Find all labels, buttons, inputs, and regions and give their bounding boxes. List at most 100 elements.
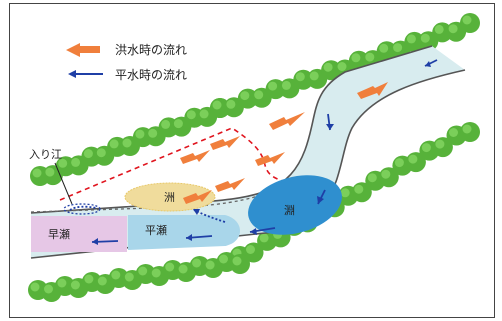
tree-highlight (58, 158, 68, 168)
tree-highlight (462, 124, 472, 134)
normal-arrow-curve (69, 205, 97, 211)
flood-arrows (180, 82, 388, 204)
tree-highlight (148, 128, 158, 138)
tree-highlight (295, 72, 305, 82)
tree-highlight (111, 270, 121, 280)
flood-boundary-line (59, 127, 293, 201)
tree-highlight (96, 148, 106, 158)
tree-highlight (57, 278, 67, 288)
normal-arrows (69, 59, 438, 245)
inlet-label: 入り江 (29, 148, 62, 161)
tree-highlight (323, 62, 333, 72)
inlet-leader-line (54, 162, 73, 205)
normal-arrow-head (425, 61, 431, 67)
tree-highlight (354, 184, 364, 194)
normal-arrow-head (193, 209, 200, 215)
tree-highlight (45, 167, 55, 177)
river-bank-upper (30, 45, 433, 214)
pool-label: 淵 (284, 204, 295, 217)
tree-highlight (394, 158, 404, 168)
legend-normal-arrow-head (68, 70, 76, 78)
tree-highlight (337, 62, 347, 71)
tree-highlight (219, 254, 228, 264)
tree-highlight (379, 43, 389, 53)
legend-flood-arrow-icon (66, 43, 100, 57)
tree-highlight (138, 266, 148, 276)
legend-normal-label: 平水時の流れ (115, 68, 187, 82)
tree-highlight (462, 15, 472, 25)
tree-highlight (151, 268, 161, 278)
tree-highlight (186, 110, 196, 120)
tree-highlight (44, 284, 53, 294)
tree-highlight (192, 258, 202, 268)
tree-highlight (212, 100, 222, 110)
tree-highlight (406, 34, 416, 44)
flood-arrow (180, 150, 210, 164)
tree-highlight (281, 80, 291, 90)
tree-highlight (365, 52, 375, 62)
tree-highlight (178, 264, 188, 274)
tree-highlight (240, 91, 250, 101)
normal-arrow-head (326, 124, 334, 130)
tree-highlight (381, 169, 391, 179)
tree-highlight (420, 33, 430, 43)
tree-highlight (30, 282, 40, 292)
normal-arrow-head (317, 196, 324, 204)
tree-highlight (226, 99, 236, 109)
tree-highlight (165, 262, 175, 272)
tree-highlight (408, 154, 418, 164)
normal-arrow-head (92, 238, 98, 245)
diagram-frame (9, 3, 495, 318)
flood-arrow (183, 190, 212, 204)
river-channel (31, 46, 465, 258)
tree-highlight (351, 53, 361, 63)
flood-arrow (210, 136, 240, 150)
tree-highlight (340, 188, 350, 198)
tree-highlight (434, 24, 444, 34)
tree-highlight (448, 24, 458, 34)
tree-highlight (32, 168, 42, 178)
tree-highlight (83, 149, 93, 159)
tree-highlight (122, 138, 132, 148)
tree-highlight (173, 119, 183, 129)
legend-flood-label: 洪水時の流れ (115, 43, 187, 57)
tree-highlight (268, 81, 278, 91)
tree-highlight (232, 256, 242, 266)
normal-arrow-head (186, 234, 192, 241)
sandbar (124, 182, 216, 212)
flood-arrow (269, 112, 305, 130)
tree-highlight (135, 129, 145, 139)
flood-arrow (215, 178, 245, 192)
tree-highlight (393, 43, 403, 53)
tree-highlight (421, 143, 431, 153)
tree-highlight (449, 128, 458, 137)
inlet-area (63, 203, 101, 215)
tree-highlight (70, 280, 80, 290)
tree-highlight (367, 173, 377, 183)
tree-highlight (84, 274, 94, 284)
glide-label: 平瀬 (145, 223, 167, 237)
glide-area (128, 215, 240, 250)
flood-arrow (357, 82, 388, 99)
tree-highlight (71, 157, 81, 167)
tree-highlight (109, 139, 119, 149)
sandbar-label: 洲 (164, 191, 175, 204)
tree-highlight (435, 139, 445, 149)
riffle-label: 早瀬 (48, 227, 70, 241)
legend: 洪水時の流れ 平水時の流れ (66, 43, 187, 82)
tree-highlight (97, 276, 107, 286)
pool (248, 175, 342, 235)
tree-highlight (254, 90, 264, 100)
tree-highlight (161, 119, 171, 129)
tree-highlight (199, 109, 209, 119)
tree-highlight (205, 260, 215, 270)
flood-arrow (255, 152, 285, 166)
normal-arrow-head (250, 228, 257, 235)
tree-highlight (259, 233, 269, 243)
tree-highlight (309, 71, 319, 81)
riffle-area (31, 216, 127, 252)
tree-highlight (124, 272, 134, 282)
tree-highlight (246, 245, 255, 254)
